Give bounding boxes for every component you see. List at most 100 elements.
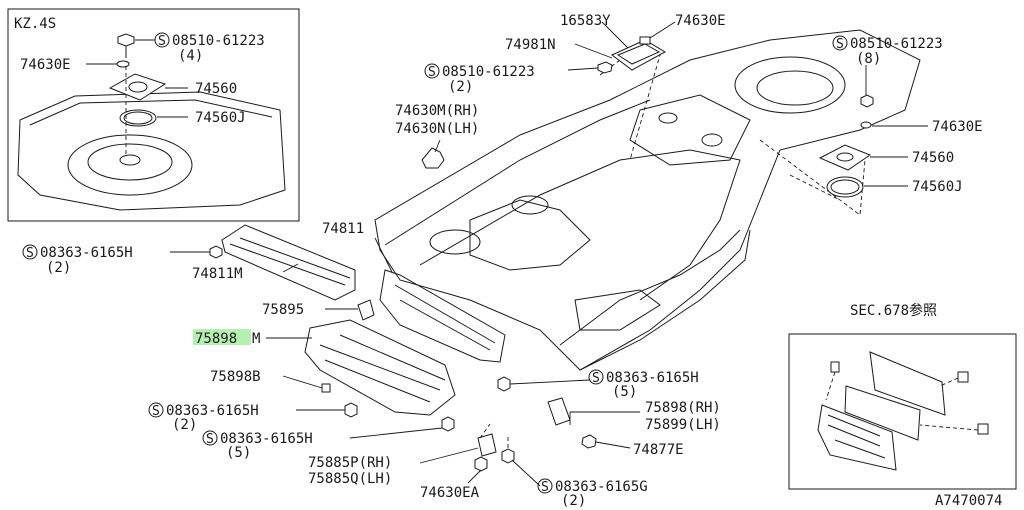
label-08363-6165h-c[interactable]: 08363-6165H	[606, 370, 699, 386]
label-74630ea[interactable]: 74630EA	[420, 485, 480, 501]
inset-kz4s-frame	[7, 8, 300, 222]
inset-sec678: SEC.678参照	[788, 302, 1017, 490]
sec-panel-mid	[844, 385, 921, 441]
diagram-id: A7470074	[935, 493, 1002, 509]
qty-c-5: (5)	[612, 384, 637, 400]
lower-parts	[419, 397, 640, 487]
plug-frame-icon	[611, 39, 667, 71]
label-08363-6165h-b[interactable]: 08363-6165H	[220, 431, 313, 447]
trim-74811m	[221, 224, 356, 301]
s-symbol-icon	[154, 32, 170, 48]
bolt-icon	[860, 94, 874, 108]
bolt-icon	[117, 33, 135, 47]
qty-b-5: (5)	[226, 445, 251, 461]
inset-spare-well-outer	[67, 134, 193, 196]
sec-clip-icon	[830, 361, 840, 373]
label-75898m[interactable]: 75898	[195, 331, 237, 347]
inset-kz4s: KZ.4S S 08510-61223 (4) 74630E 74560 745…	[7, 8, 300, 222]
clip-icon	[639, 36, 651, 45]
left-parts	[170, 224, 591, 439]
sec-screw-icon	[977, 423, 989, 435]
label-08510-61223-right[interactable]: 08510-61223	[850, 36, 943, 52]
inset-floor-edge	[29, 99, 273, 126]
svg-text:S: S	[26, 246, 34, 261]
svg-text:S: S	[206, 432, 214, 447]
bolt-icon	[344, 402, 358, 418]
plate-hole	[128, 81, 148, 93]
floor-outline	[374, 29, 921, 371]
s-symbol-icon	[202, 430, 218, 446]
s-symbol-icon	[588, 369, 604, 385]
svg-text:S: S	[158, 34, 166, 49]
label-75899lh[interactable]: 75899(LH)	[645, 417, 721, 433]
qty-mid-2: (2)	[448, 79, 473, 95]
label-74560-right[interactable]: 74560	[912, 150, 954, 166]
label-08363-6165h-left[interactable]: 08363-6165H	[40, 245, 133, 261]
svg-text:S: S	[836, 37, 844, 52]
inset-spare-well-inner	[87, 143, 173, 181]
label-74811m[interactable]: 74811M	[192, 266, 243, 282]
qty-left-2: (2)	[46, 260, 71, 276]
label-75885q[interactable]: 75885Q(LH)	[308, 471, 392, 487]
floor-assembly	[374, 29, 921, 371]
spare-tire-well	[734, 56, 846, 114]
ring-icon	[826, 176, 864, 198]
label-74630n[interactable]: 74630N(LH)	[395, 121, 479, 137]
bolt-icon	[497, 376, 511, 392]
label-75898m-suffix: M	[252, 331, 260, 347]
s-symbol-icon	[22, 244, 38, 260]
label-74560j-kz[interactable]: 74560J	[195, 110, 246, 126]
label-74811[interactable]: 74811	[322, 221, 364, 237]
label-74981n[interactable]: 74981N	[505, 37, 556, 53]
label-08510-61223-mid[interactable]: 08510-61223	[442, 64, 535, 80]
washer-icon	[474, 456, 488, 472]
top-parts	[421, 21, 676, 169]
label-74560j-right[interactable]: 74560J	[912, 179, 963, 195]
label-75898rh[interactable]: 75898(RH)	[645, 400, 721, 416]
plate-icon	[818, 144, 872, 171]
clip-75885-icon	[477, 433, 497, 457]
sec-bracket	[817, 404, 897, 471]
label-75885p[interactable]: 75885P(RH)	[308, 455, 392, 471]
inset-kz4s-title: KZ.4S	[14, 16, 56, 32]
label-75898b[interactable]: 75898B	[210, 369, 261, 385]
tunnel-section	[469, 199, 591, 271]
ring-inner	[123, 111, 153, 125]
washer-icon	[116, 60, 130, 68]
ring-icon	[119, 109, 157, 127]
rear-crossmember	[629, 94, 751, 166]
bracket-75898-icon	[547, 397, 571, 426]
label-74560-kz[interactable]: 74560	[195, 81, 237, 97]
s-symbol-icon	[424, 63, 440, 79]
qty-a-2: (2)	[172, 417, 197, 433]
label-08363-6165h-a[interactable]: 08363-6165H	[166, 403, 259, 419]
bolt-icon	[209, 245, 223, 259]
clip-75895-icon	[357, 299, 375, 321]
plate-icon	[108, 73, 167, 101]
right-hardware	[818, 65, 928, 198]
clip-75898b-icon	[321, 383, 331, 393]
label-74630e-right[interactable]: 74630E	[932, 119, 983, 135]
s-symbol-icon	[537, 478, 553, 494]
inset-sec678-title: SEC.678参照	[850, 302, 937, 319]
label-74630m[interactable]: 74630M(RH)	[395, 103, 479, 119]
label-74630e-top[interactable]: 74630E	[675, 13, 726, 29]
panel-74811	[379, 269, 506, 363]
label-16583y[interactable]: 16583Y	[560, 13, 611, 29]
bolt-icon	[441, 416, 455, 432]
sec-bolt-icon	[957, 371, 969, 383]
label-08363-6165g[interactable]: 08363-6165G	[555, 479, 648, 495]
washer-icon	[860, 121, 872, 129]
label-75895[interactable]: 75895	[262, 302, 304, 318]
side-sill	[579, 229, 751, 371]
bolt-icon	[597, 61, 613, 74]
highlight-75898m	[193, 329, 251, 345]
inset-spare-well-hub	[119, 154, 141, 166]
label-08510-61223-kz[interactable]: 08510-61223	[172, 33, 265, 49]
label-74630e-kz[interactable]: 74630E	[20, 57, 71, 73]
sec-panel-top	[869, 351, 946, 416]
inset-sec678-frame	[788, 333, 1017, 490]
label-74877e[interactable]: 74877E	[633, 442, 684, 458]
